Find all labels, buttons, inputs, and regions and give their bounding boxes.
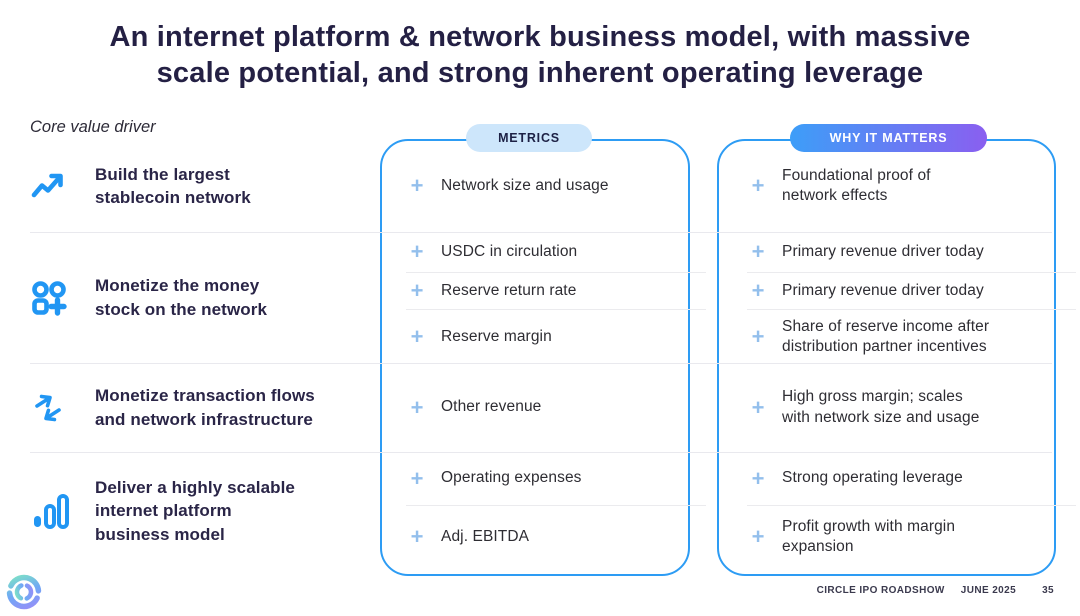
exchange-arrows-icon xyxy=(30,390,72,426)
metrics-cell: + USDC in circulation + Reserve return r… xyxy=(383,232,712,363)
metric-label: Network size and usage xyxy=(441,176,609,194)
content-grid: Build the largest stablecoin network + N… xyxy=(0,140,1080,570)
core-value-driver-label: Core value driver xyxy=(30,118,156,136)
why-item: + High gross margin; scales with network… xyxy=(747,363,1076,452)
why-label: High gross margin; scales with network s… xyxy=(782,388,980,426)
why-cell: + Strong operating leverage + Profit gro… xyxy=(720,452,1080,570)
row-monetize-transaction-flows: Monetize transaction flows and network i… xyxy=(0,363,1080,452)
why-cell: + Primary revenue driver today + Primary… xyxy=(720,232,1080,363)
why-item: + Primary revenue driver today xyxy=(747,273,1076,310)
driver-cell: Build the largest stablecoin network xyxy=(30,140,360,232)
slide-title-line2: scale potential, and strong inherent ope… xyxy=(156,56,924,89)
metric-item: + Operating expenses xyxy=(406,452,706,506)
grid-plus-icon xyxy=(30,279,72,317)
trend-up-icon xyxy=(30,170,72,202)
metric-item: + USDC in circulation xyxy=(406,232,706,273)
metric-label: Reserve return rate xyxy=(441,281,577,299)
plus-icon: + xyxy=(410,394,424,420)
plus-icon: + xyxy=(410,465,424,491)
bar-chart-icon xyxy=(30,490,72,532)
why-label: Primary revenue driver today xyxy=(782,242,984,260)
why-cell: + Foundational proof of network effects xyxy=(720,140,1080,232)
why-item: + Foundational proof of network effects xyxy=(747,140,1076,232)
plus-icon: + xyxy=(751,278,765,303)
why-item: + Primary revenue driver today xyxy=(747,232,1076,273)
row-monetize-money-stock: Monetize the money stock on the network … xyxy=(0,232,1080,363)
metrics-cell: + Operating expenses + Adj. EBITDA xyxy=(383,452,712,570)
metrics-cell: + Network size and usage xyxy=(383,140,712,232)
metric-label: Operating expenses xyxy=(441,469,582,487)
driver-cell: Monetize transaction flows and network i… xyxy=(30,363,360,452)
plus-icon: + xyxy=(751,173,765,198)
why-label: Strong operating leverage xyxy=(782,469,963,487)
row-scalable-platform: Deliver a highly scalable internet platf… xyxy=(0,452,1080,570)
driver-cell: Monetize the money stock on the network xyxy=(30,232,360,363)
why-item: + Profit growth with margin expansion xyxy=(747,506,1076,568)
metric-label: Other revenue xyxy=(441,398,542,416)
why-it-matters-header-pill: WHY IT MATTERS xyxy=(790,124,987,152)
driver-label: Deliver a highly scalable internet platf… xyxy=(95,477,295,544)
circle-logo xyxy=(4,572,44,612)
slide-footer: CIRCLE IPO ROADSHOW JUNE 2025 35 xyxy=(817,585,1054,596)
plus-icon: + xyxy=(410,239,424,264)
metric-item: + Reserve return rate xyxy=(406,273,706,310)
footer-page-number: 35 xyxy=(1042,585,1054,596)
plus-icon: + xyxy=(751,465,765,491)
why-item: + Share of reserve income after distribu… xyxy=(747,310,1076,364)
plus-icon: + xyxy=(751,524,765,549)
metrics-header-pill: METRICS xyxy=(466,124,592,152)
row-build-stablecoin-network: Build the largest stablecoin network + N… xyxy=(0,140,1080,232)
why-label: Profit growth with margin expansion xyxy=(782,517,956,555)
slide-title: An internet platform & network business … xyxy=(0,20,1080,92)
metric-item: + Reserve margin xyxy=(406,310,706,364)
metric-item: + Adj. EBITDA xyxy=(406,506,706,568)
plus-icon: + xyxy=(410,524,424,549)
driver-label: Monetize transaction flows and network i… xyxy=(95,386,315,429)
why-label: Foundational proof of network effects xyxy=(782,166,931,204)
plus-icon: + xyxy=(410,324,424,349)
driver-label: Monetize the money stock on the network xyxy=(95,276,268,319)
plus-icon: + xyxy=(410,173,424,198)
metrics-cell: + Other revenue xyxy=(383,363,712,452)
why-label: Share of reserve income after distributi… xyxy=(782,317,990,355)
footer-deck-title: CIRCLE IPO ROADSHOW xyxy=(816,585,945,596)
why-item: + Strong operating leverage xyxy=(747,452,1076,506)
plus-icon: + xyxy=(751,239,765,264)
slide-title-line1: An internet platform & network business … xyxy=(109,21,971,53)
why-cell: + High gross margin; scales with network… xyxy=(720,363,1080,452)
footer-date: JUNE 2025 xyxy=(960,585,1017,596)
metric-item: + Network size and usage xyxy=(406,140,706,232)
driver-label: Build the largest stablecoin network xyxy=(95,164,251,207)
plus-icon: + xyxy=(751,324,765,349)
plus-icon: + xyxy=(410,278,424,303)
metric-label: USDC in circulation xyxy=(441,242,578,260)
plus-icon: + xyxy=(751,394,765,420)
metric-label: Reserve margin xyxy=(441,327,552,345)
metric-item: + Other revenue xyxy=(406,363,706,452)
metric-label: Adj. EBITDA xyxy=(441,527,530,545)
driver-cell: Deliver a highly scalable internet platf… xyxy=(30,452,360,570)
why-label: Primary revenue driver today xyxy=(782,281,984,299)
